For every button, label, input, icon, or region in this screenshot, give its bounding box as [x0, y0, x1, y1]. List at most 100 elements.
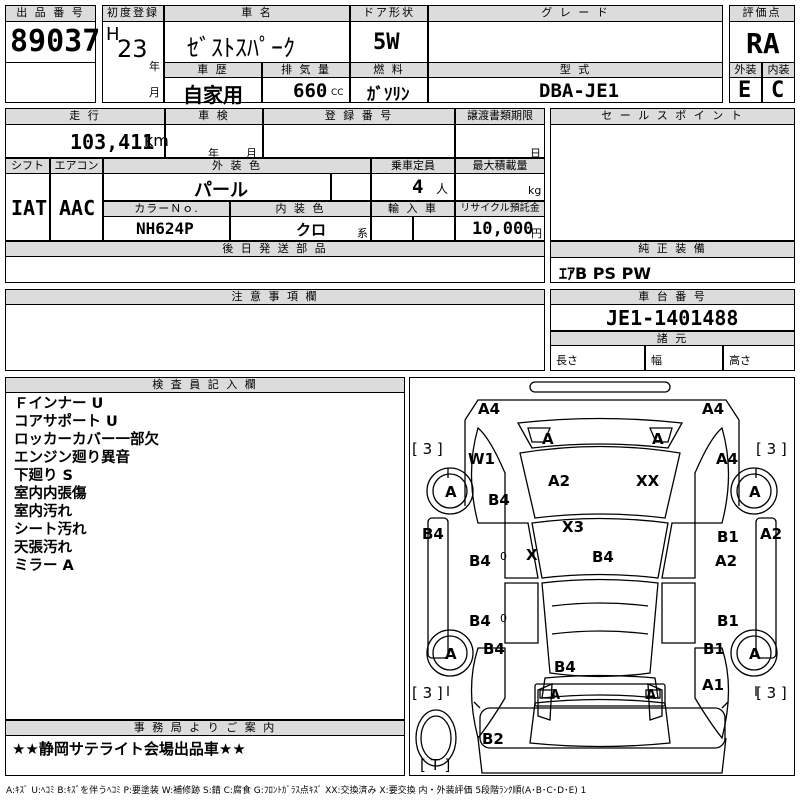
mark-a2: A2: [715, 552, 738, 570]
mileage-cell: 103,411 km: [5, 124, 169, 158]
capacity-cell: 4 人: [371, 173, 455, 201]
exterior-score: E: [738, 78, 752, 103]
max-load-label: 最大積載量: [455, 158, 545, 174]
mark-b1: B1: [717, 612, 739, 630]
lot-number-cell: 89037: [5, 21, 100, 63]
inspector-label: 検 査 員 記 入 欄: [5, 377, 405, 393]
mark-w1: W1: [468, 450, 495, 468]
exterior-color-cell: パール: [103, 173, 331, 201]
mark-b2: B2: [482, 730, 504, 748]
displacement: 660: [293, 80, 328, 102]
caution-cell: [5, 304, 545, 371]
month-unit: 月: [149, 86, 160, 99]
inspector-note: ロッカーカバー一部欠: [14, 432, 159, 448]
mark-x: X: [526, 546, 538, 564]
inspector-note: 天張汚れ: [14, 540, 72, 556]
first-registration-label: 初度登録: [102, 5, 164, 22]
spare-tire: [ T ]: [420, 756, 451, 774]
sales-points-label: セ ー ル ス ポ イ ン ト: [550, 108, 795, 125]
color-number-cell: NH624P: [103, 216, 230, 241]
mark-b1: B1: [717, 528, 739, 546]
year-unit: 年: [149, 60, 160, 73]
height-cell: 高さ: [723, 345, 795, 371]
score: RA: [746, 27, 780, 60]
damage-diagram: A4 A4 A A W1 A4 A2 XX B4 X3 B4 B1 A2 B4 …: [409, 377, 795, 776]
car-outline: [415, 381, 778, 774]
mark-a: A: [749, 645, 761, 663]
width-cell: 幅: [645, 345, 723, 371]
tire-depth-rl: [ 3 ]: [412, 684, 443, 702]
office-note: ★★静岡サテライト会場出品車★★: [12, 740, 246, 758]
cc-unit: CC: [331, 88, 344, 98]
max-load-cell: kg: [455, 173, 545, 201]
interior-label: 内装: [762, 62, 795, 78]
mark-b4: B4: [554, 658, 576, 676]
dimensions-label: 諸 元: [550, 331, 795, 346]
door-label: ドア形状: [350, 5, 428, 22]
shift-label: シフト: [5, 158, 50, 174]
office-cell: ★★静岡サテライト会場出品車★★: [5, 735, 405, 776]
inspector-note: 室内内張傷: [14, 486, 87, 502]
inspector-note: コアサポート U: [14, 414, 118, 430]
ac-label: エアコン: [50, 158, 103, 174]
exterior-cell: E: [729, 77, 762, 103]
grade-cell: [428, 21, 723, 63]
mark-b4: B4: [469, 552, 491, 570]
import-cell-b: [413, 216, 455, 241]
era: H: [106, 24, 120, 45]
sales-points-cell: [550, 124, 795, 241]
first-registration-cell: H 23 年 月: [102, 21, 164, 103]
mark-a4: A4: [478, 400, 501, 418]
tire-depth-fr: [ 3 ]: [756, 440, 787, 458]
mark-b4: B4: [488, 491, 510, 509]
inspection-label: 車 検: [165, 108, 263, 125]
inspector-notes-cell: Ｆインナー U コアサポート U ロッカーカバー一部欠 エンジン廻り異音 下廻り…: [5, 392, 405, 720]
mark-b4: B4: [469, 612, 491, 630]
exterior-color-label: 外 装 色: [103, 158, 371, 174]
exterior-label: 外装: [729, 62, 762, 78]
exterior-color-extra-cell: [331, 173, 371, 201]
transfer-day-unit: 日: [530, 147, 541, 160]
inspector-note: シート汚れ: [14, 522, 87, 538]
mileage: 103,411: [70, 130, 155, 154]
tire-depth-rr: [ 3 ]: [756, 684, 787, 702]
length-cell: 長さ: [550, 345, 645, 371]
registration-year: 23: [117, 35, 148, 63]
mark-a2: A2: [548, 472, 571, 490]
model-cell: DBA-JE1: [428, 77, 723, 103]
mileage-label: 走 行: [5, 108, 165, 125]
interior-color: クロ: [296, 221, 327, 239]
fuel: ｶﾞｿﾘﾝ: [367, 85, 410, 105]
chassis-number: JE1-1401488: [606, 306, 739, 330]
mark-b4: B4: [592, 548, 614, 566]
mark-a4: A4: [716, 450, 739, 468]
mark-xx: XX: [636, 472, 660, 490]
inspector-note: 下廻り S: [14, 468, 73, 484]
tire-depth-fl: [ 3 ]: [412, 440, 443, 458]
displacement-label: 排 気 量: [262, 62, 350, 78]
legend: A:ｷｽﾞ U:ﾍｺﾐ B:ｷｽﾞを伴うﾍｺﾐ P:要塗装 W:補修跡 S:錆 …: [6, 786, 587, 796]
capacity-label: 乗車定員: [371, 158, 455, 174]
car-name-label: 車 名: [164, 5, 350, 22]
registration-number-label: 登 録 番 号: [263, 108, 455, 125]
recycle-deposit: 10,000: [472, 219, 534, 239]
recycle-label: リサイクル預託金: [455, 201, 545, 217]
score-label: 評価点: [729, 5, 795, 22]
capacity: 4: [412, 176, 424, 198]
mark-a: A: [445, 645, 457, 663]
mark-zero: 0: [500, 550, 507, 563]
history: 自家用: [183, 83, 243, 107]
import-label: 輸 入 車: [371, 201, 455, 217]
later-parts-cell: [5, 256, 545, 283]
car-name: ｾﾞｽﾄｽﾊﾟｰｸ: [187, 34, 295, 62]
interior-cell: C: [762, 77, 795, 103]
later-parts-label: 後 日 発 送 部 品: [5, 241, 545, 257]
car-name-cell: ｾﾞｽﾄｽﾊﾟｰｸ: [164, 21, 350, 63]
equipment: ｴｱB PS PW: [559, 264, 651, 283]
fuel-cell: ｶﾞｿﾘﾝ: [350, 77, 428, 105]
lot-number-label: 出 品 番 号: [5, 5, 96, 22]
chassis-cell: JE1-1401488: [550, 304, 795, 331]
interior-score: C: [771, 78, 785, 103]
shift: IAT: [11, 196, 48, 220]
mark-a: A: [542, 430, 554, 448]
